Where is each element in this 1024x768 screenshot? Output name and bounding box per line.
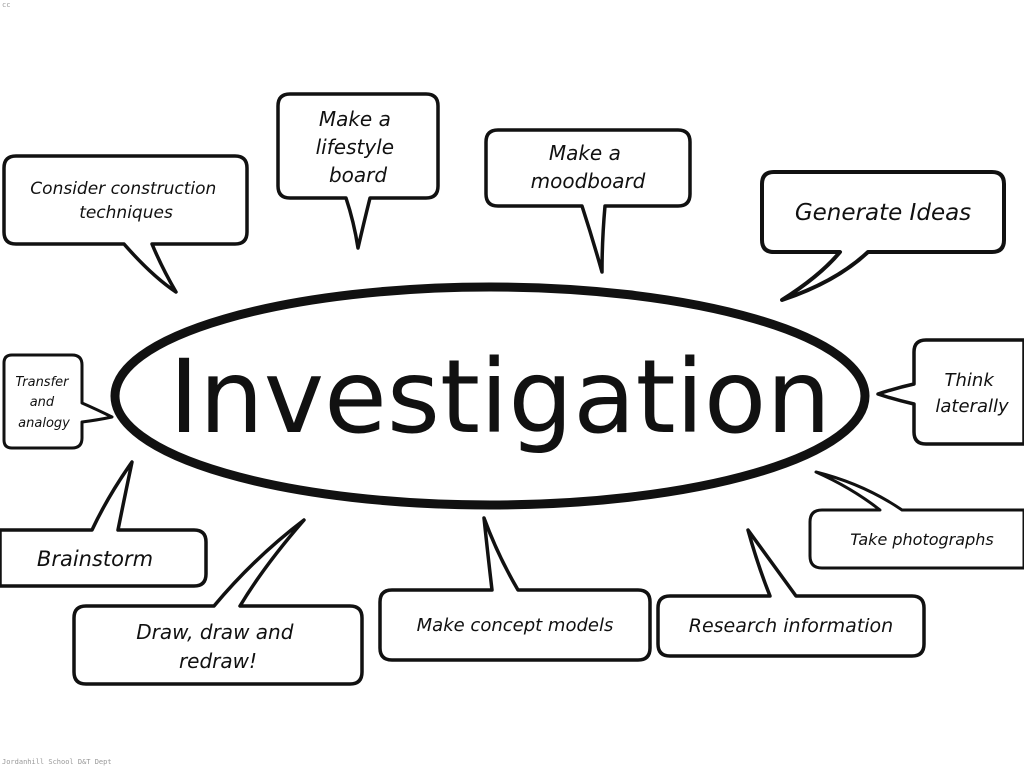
bubble-text-line: Generate Ideas xyxy=(795,200,971,226)
center-node: Investigation xyxy=(110,282,870,510)
svg-text:Draw, draw and redraw!: Draw, draw and redraw! xyxy=(136,620,300,673)
bubble-moodboard: Make a moodboard xyxy=(484,128,692,274)
corner-mark: cc xyxy=(2,1,11,9)
bubble-shape xyxy=(876,338,1024,446)
bubble-text-line: board xyxy=(329,163,387,187)
bubble-text-line: Take photographs xyxy=(850,530,993,549)
bubble-text-line: Research information xyxy=(689,615,893,637)
bubble-text-line: moodboard xyxy=(531,169,646,193)
svg-text:Make a lifestyle b: Make a lifestyle board xyxy=(316,107,401,187)
bubble-shape xyxy=(0,460,208,588)
svg-text:Make a moodboard: Make a moodboard xyxy=(531,141,646,193)
svg-text:Research information: Research information xyxy=(689,615,893,637)
bubble-shape xyxy=(276,92,440,250)
bubble-shape xyxy=(484,128,692,274)
bubble-think-laterally: Think laterally xyxy=(876,338,1024,446)
bubble-text-line: Make concept models xyxy=(417,615,614,636)
bubble-lifestyle-board: Make a lifestyle board xyxy=(276,92,440,250)
bubble-brainstorm: Brainstorm xyxy=(0,460,208,588)
bubble-text-line: techniques xyxy=(79,203,173,223)
bubble-shape xyxy=(760,170,1006,302)
center-title: Investigation xyxy=(169,338,831,457)
svg-text:Make concept models: Make concept models xyxy=(417,615,614,636)
bubble-text-line: lifestyle xyxy=(316,135,394,159)
footer-credit: Jordanhill School D&T Dept xyxy=(2,758,112,766)
bubble-shape xyxy=(808,470,1024,570)
bubble-text-line: analogy xyxy=(18,416,70,431)
bubble-draw-redraw: Draw, draw and redraw! xyxy=(72,518,364,686)
bubble-generate-ideas: Generate Ideas xyxy=(760,170,1006,302)
svg-text:Generate Ideas: Generate Ideas xyxy=(795,200,971,226)
svg-text:Brainstorm: Brainstorm xyxy=(37,547,153,571)
bubble-text-line: Consider construction xyxy=(30,179,216,199)
bubble-concept-models: Make concept models xyxy=(378,516,652,662)
bubble-shape xyxy=(2,154,249,294)
bubble-text-line: Make a xyxy=(319,107,391,131)
center-ellipse xyxy=(110,282,870,510)
svg-text:Transfer and analo: Transfer and analogy xyxy=(15,375,72,431)
bubble-shape xyxy=(72,518,364,686)
bubble-text-line: and xyxy=(30,395,55,410)
bubble-text-line: Make a xyxy=(549,141,621,165)
bubble-transfer-analogy: Transfer and analogy xyxy=(2,353,114,450)
bubble-text-line: redraw! xyxy=(179,649,257,673)
bubble-shape xyxy=(2,353,114,450)
bubble-text-line: Think xyxy=(945,370,996,391)
bubble-text-line: Transfer xyxy=(15,375,70,390)
bubble-shape xyxy=(378,516,652,662)
bubble-text-line: laterally xyxy=(935,396,1009,417)
svg-text:Take photographs: Take photographs xyxy=(850,530,993,549)
bubble-research-information: Research information xyxy=(656,528,926,658)
bubble-shape xyxy=(656,528,926,658)
bubble-take-photographs: Take photographs xyxy=(808,470,1024,570)
bubble-text-line: Draw, draw and xyxy=(136,620,293,644)
svg-text:Consider construction te: Consider construction techniques xyxy=(30,179,221,223)
bubble-text-line: Brainstorm xyxy=(37,547,153,571)
bubble-consider-construction: Consider construction techniques xyxy=(2,154,249,294)
svg-text:Think laterally: Think laterally xyxy=(935,370,1009,417)
